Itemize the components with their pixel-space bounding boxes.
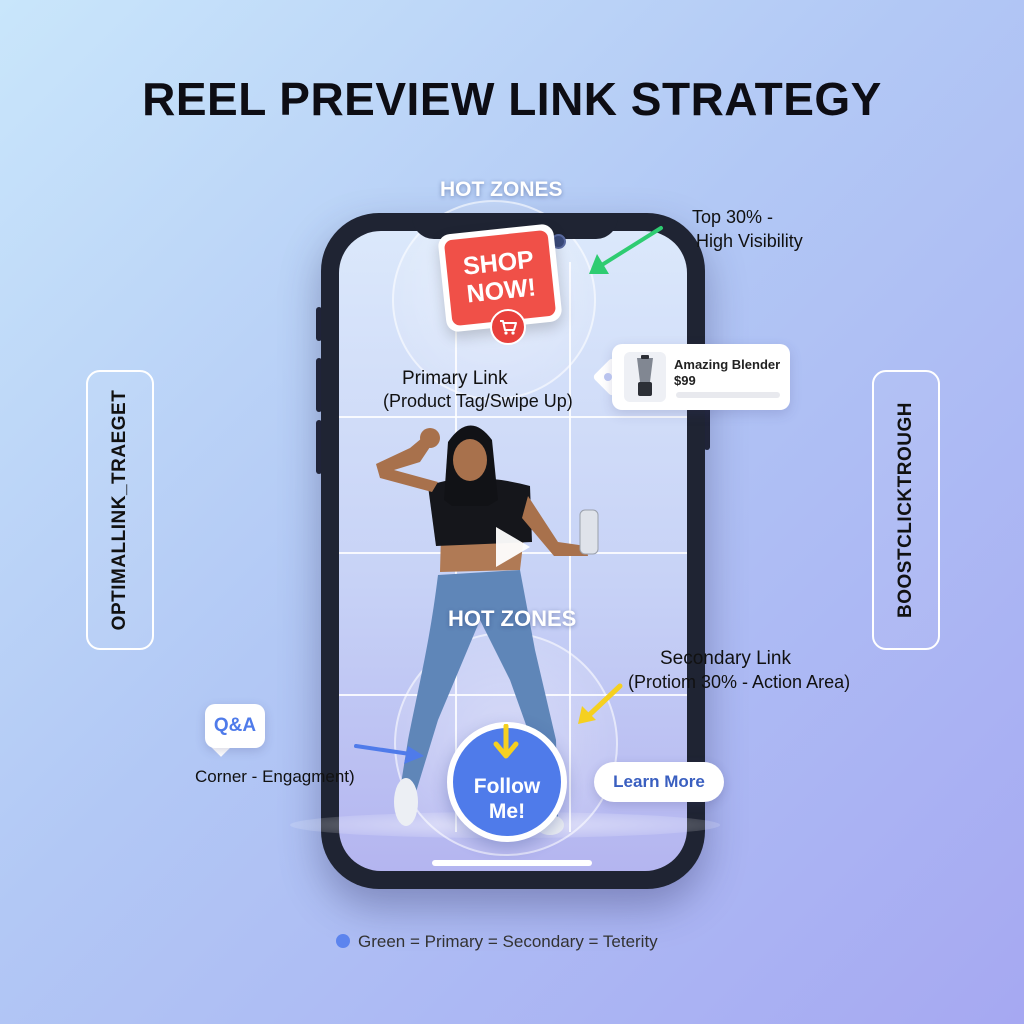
dancer-figure (376, 425, 599, 835)
cart-icon-glyph (500, 320, 517, 335)
play-icon[interactable] (492, 525, 532, 569)
page-title: REEL PREVIEW LINK STRATEGY (142, 73, 882, 125)
primary-link-sublabel: (Product Tag/Swipe Up) (383, 391, 573, 411)
legend-text: Green = Primary = Secondary = Teterity (358, 932, 658, 951)
corner-engagement-label: Corner - Engagment) (195, 767, 355, 786)
phone-power-button (704, 390, 710, 450)
hot-zones-label-bottom: HOT ZONES (448, 606, 577, 631)
blender-icon (624, 352, 666, 402)
cart-icon (490, 309, 526, 345)
phone-side-button (316, 358, 322, 412)
blue-arrow-icon (354, 744, 424, 764)
top-zone-label-line1: Top 30% - (692, 207, 774, 227)
grid-line (339, 416, 687, 418)
left-pill-text: OPTIMALLINK_TRAEGET (109, 389, 130, 631)
product-name: Amazing Blender (674, 357, 781, 372)
right-pill-text: BOOSTCLICKTROUGH (895, 402, 916, 618)
blender-icon-glyph (637, 355, 653, 396)
yellow-arrow-icon (578, 683, 623, 724)
legend-dot (336, 934, 350, 948)
learn-more-button[interactable]: Learn More (594, 762, 724, 802)
top-zone-label-line2: High Visibility (696, 231, 803, 251)
product-price: $99 (674, 373, 696, 388)
arrow-down-icon (493, 724, 519, 759)
secondary-link-label: Secondary Link (660, 648, 791, 669)
left-pill: OPTIMALLINK_TRAEGET (86, 370, 154, 650)
hot-zones-label-top: HOT ZONES (440, 178, 563, 201)
product-tag-hole (604, 373, 612, 381)
secondary-link-sublabel: (Protiom 30% - Action Area) (628, 672, 851, 692)
phone-side-button (316, 307, 322, 341)
green-arrow-icon (589, 226, 663, 274)
home-indicator (432, 860, 592, 866)
follow-line1: Follow (473, 775, 541, 798)
chat-icon[interactable]: Q&A (205, 704, 265, 748)
right-pill: BOOSTCLICKTROUGH (872, 370, 940, 650)
follow-line2: Me! (488, 800, 526, 823)
product-tag-bar (676, 392, 780, 398)
primary-link-label: Primary Link (402, 368, 508, 389)
phone-side-button (316, 420, 322, 474)
